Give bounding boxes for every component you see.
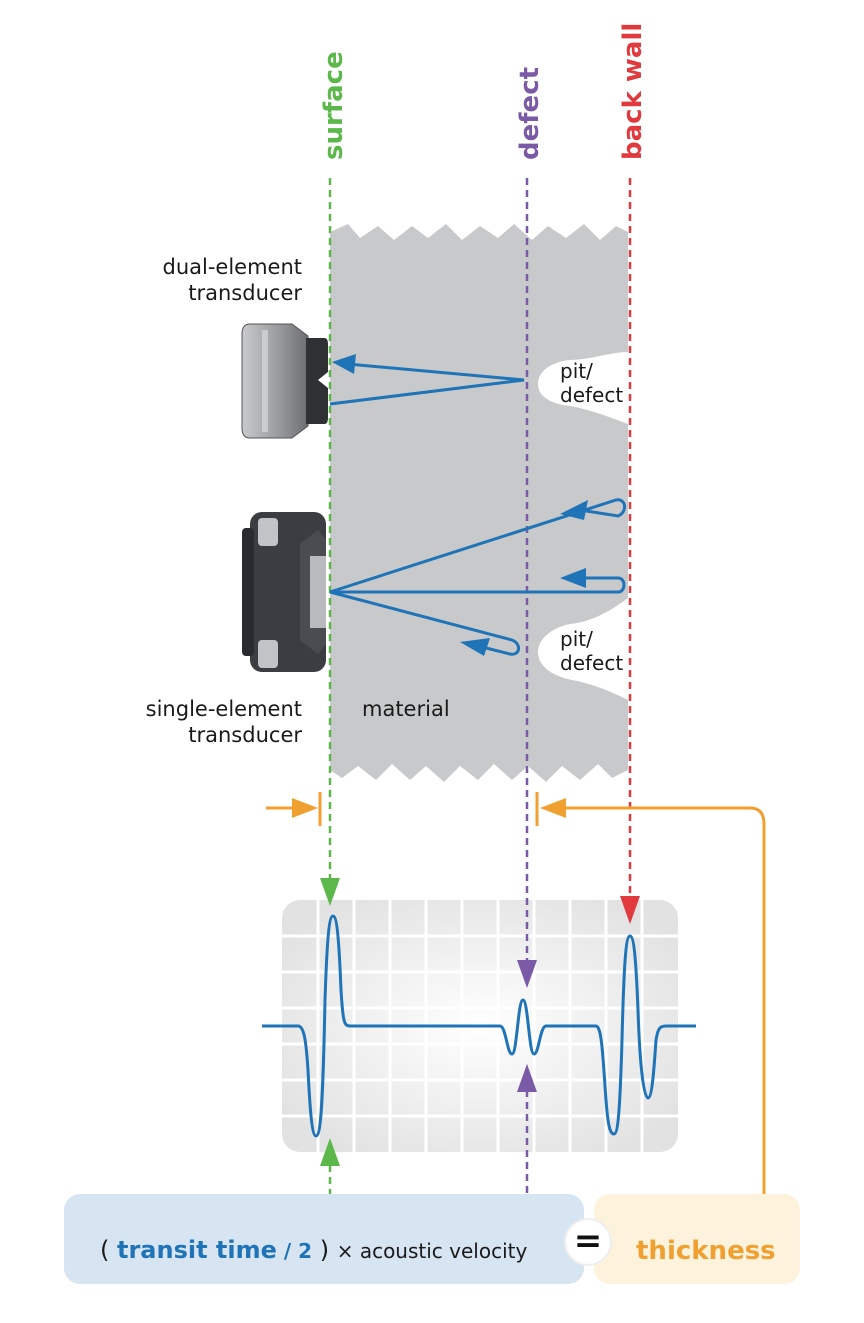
pit-defect-label-1b: defect <box>560 383 623 407</box>
thickness-arrowhead-right <box>540 798 566 818</box>
single-beam-arrowhead-2 <box>560 568 586 588</box>
formula-acoustic-velocity: × acoustic velocity <box>336 1239 528 1263</box>
pit-defect-label-2a: pit/ <box>560 627 593 651</box>
formula: ( transit time / 2 ) × acoustic velocity <box>100 1236 527 1264</box>
formula-open-paren: ( <box>100 1236 117 1264</box>
single-beam-arrowhead-1 <box>560 500 588 520</box>
pit-defect-label-2b: defect <box>560 651 623 675</box>
material-label: material <box>362 697 450 721</box>
dual-transducer-label-2: transducer <box>188 281 302 305</box>
equals-sign: = <box>573 1221 603 1261</box>
single-transducer-label-2: transducer <box>188 723 302 747</box>
single-beam <box>329 498 626 656</box>
formula-divide: / 2 <box>276 1239 313 1263</box>
single-transducer-label-1: single-element <box>146 697 302 721</box>
formula-close-paren: ) <box>312 1236 337 1264</box>
single-element-transducer <box>242 512 326 672</box>
dual-beam-arrowhead <box>332 354 356 374</box>
thickness-indicator <box>266 792 766 1222</box>
pit-defect-label-1a: pit/ <box>560 359 593 383</box>
result-box <box>594 1194 800 1284</box>
surface-arrow-down <box>320 878 340 906</box>
thickness-result: thickness <box>636 1236 776 1266</box>
surface-label: surface <box>319 51 349 160</box>
dual-element-transducer <box>241 323 328 439</box>
back-wall-label: back wall <box>618 23 648 160</box>
thickness-arrowhead-left <box>292 798 318 818</box>
equals-icon: = <box>566 1220 610 1264</box>
formula-box <box>64 1194 584 1284</box>
scope-grid <box>282 900 678 1152</box>
back-wall-arrow-down <box>620 896 640 924</box>
dual-transducer-label-1: dual-element <box>162 255 302 279</box>
formula-transit-time: transit time <box>117 1236 277 1264</box>
defect-arrow-up <box>517 1064 537 1092</box>
material-block <box>330 224 628 782</box>
a-scan-waveform <box>262 914 696 1138</box>
single-beam-arrowhead-3 <box>460 638 490 656</box>
defect-label: defect <box>515 67 545 160</box>
surface-arrow-up <box>320 1138 340 1166</box>
defect-arrow-down <box>517 960 537 988</box>
dual-beam <box>329 362 525 406</box>
